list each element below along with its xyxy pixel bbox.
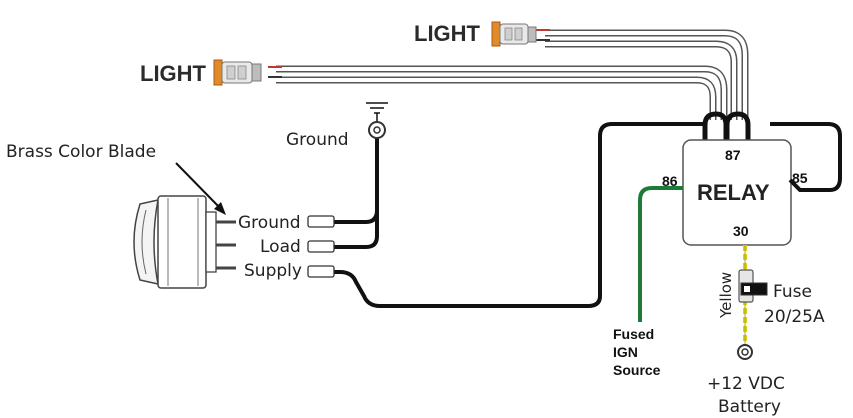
brass-blade-label: Brass Color Blade	[6, 142, 156, 162]
light-label-top: LIGHT	[414, 21, 481, 46]
battery-label-line2: Battery	[718, 397, 781, 417]
battery-label-line1: +12 VDC	[707, 374, 785, 394]
switch-load-label: Load	[260, 237, 301, 257]
pin-86-label: 86	[662, 173, 678, 189]
light-label-left: LIGHT	[140, 61, 207, 86]
fuse-label-line1: Fuse	[773, 282, 812, 302]
fuse-label-line2: 20/25A	[764, 307, 825, 327]
ground-icon	[366, 102, 388, 139]
fused-label-line1: Fused	[613, 326, 654, 342]
connector-icon	[491, 21, 537, 47]
switch-ground-label: Ground	[238, 213, 301, 233]
fuse-icon	[738, 269, 768, 303]
yellow-label: Yellow	[717, 272, 735, 319]
green-wire	[638, 186, 683, 322]
light-harness-top: LIGHT	[414, 21, 749, 120]
fused-label-line2: IGN	[613, 344, 638, 360]
rocker-switch-icon	[133, 195, 236, 289]
relay: RELAY 87 86 85 30	[662, 111, 808, 246]
fused-label-line3: Source	[613, 362, 661, 378]
pin-87-label: 87	[725, 147, 741, 163]
pin-85-label: 85	[792, 170, 808, 186]
ground-symbol-label: Ground	[286, 130, 349, 150]
black-wires	[330, 122, 842, 308]
battery-ring-terminal-icon	[737, 344, 753, 360]
pin-30-label: 30	[733, 223, 749, 239]
switch-terminals	[307, 215, 335, 278]
connector-icon	[213, 59, 262, 86]
switch-supply-label: Supply	[244, 261, 302, 281]
arrow-icon	[175, 162, 226, 215]
light-harness-left: LIGHT	[140, 59, 728, 120]
relay-label: RELAY	[697, 180, 770, 205]
